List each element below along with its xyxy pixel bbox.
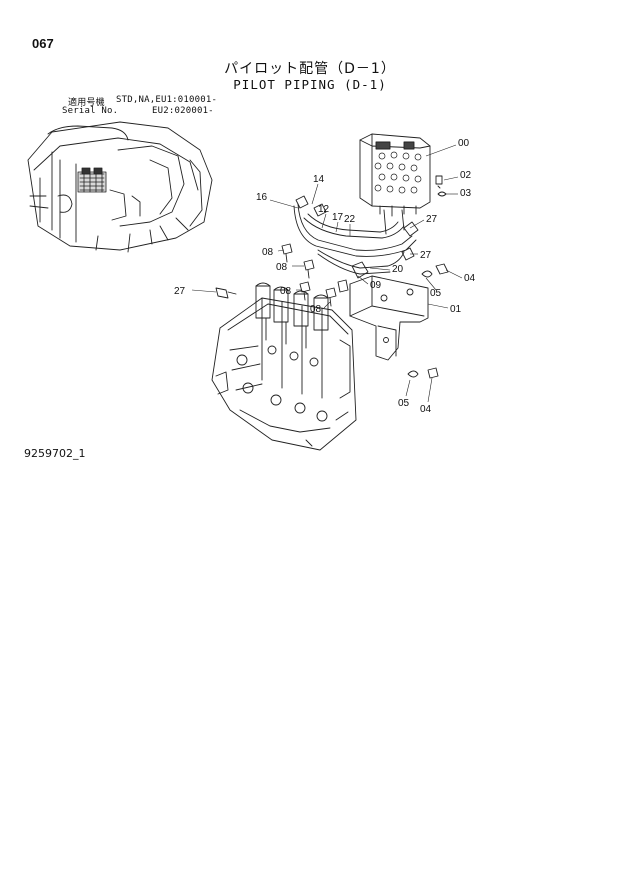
callout-05-upper: 05	[430, 288, 442, 299]
control-valve-body	[211, 282, 357, 451]
leader-lines	[191, 144, 463, 403]
page-title-japanese: パイロット配管（D－1）	[224, 61, 396, 77]
serial-range-2: EU2:020001-	[152, 106, 214, 116]
callout-08-d: 08	[310, 304, 322, 315]
mounting-bracket	[349, 275, 429, 361]
callout-02: 02	[460, 170, 472, 181]
callout-04-lower: 04	[420, 404, 432, 415]
callout-27-middle: 27	[420, 250, 432, 261]
callout-27-upper: 27	[426, 214, 438, 225]
callout-08-c: 08	[280, 286, 292, 297]
callout-20: 20	[392, 264, 404, 275]
serial-label-japanese: 適用号機	[68, 98, 105, 108]
pilot-valve-block	[359, 133, 431, 217]
serial-range-1: STD,NA,EU1:010001-	[116, 95, 218, 105]
callout-labels: 00 02 03 14 16 12 17 22 27 27 08 08 08 0…	[174, 138, 476, 415]
callout-04-upper: 04	[464, 273, 476, 284]
callout-22: 22	[344, 214, 356, 225]
drawing-number: 9259702_1	[24, 447, 86, 460]
callout-03: 03	[460, 188, 472, 199]
page-number: 067	[32, 36, 54, 51]
callout-16: 16	[256, 192, 268, 203]
callout-17: 17	[332, 212, 344, 223]
callout-14: 14	[313, 174, 325, 185]
pilot-hoses	[293, 195, 419, 279]
callout-08-a: 08	[262, 247, 274, 258]
callout-01: 01	[450, 304, 462, 315]
serial-label: Serial No.	[62, 106, 119, 116]
callout-00: 00	[458, 138, 470, 149]
page-title: PILOT PIPING (D-1)	[233, 77, 387, 92]
machine-overview-sketch	[27, 121, 213, 253]
callout-05-lower: 05	[398, 398, 410, 409]
callout-27-left: 27	[174, 286, 186, 297]
callout-09: 09	[370, 280, 382, 291]
callout-08-b: 08	[276, 262, 288, 273]
callout-12: 12	[318, 204, 330, 215]
